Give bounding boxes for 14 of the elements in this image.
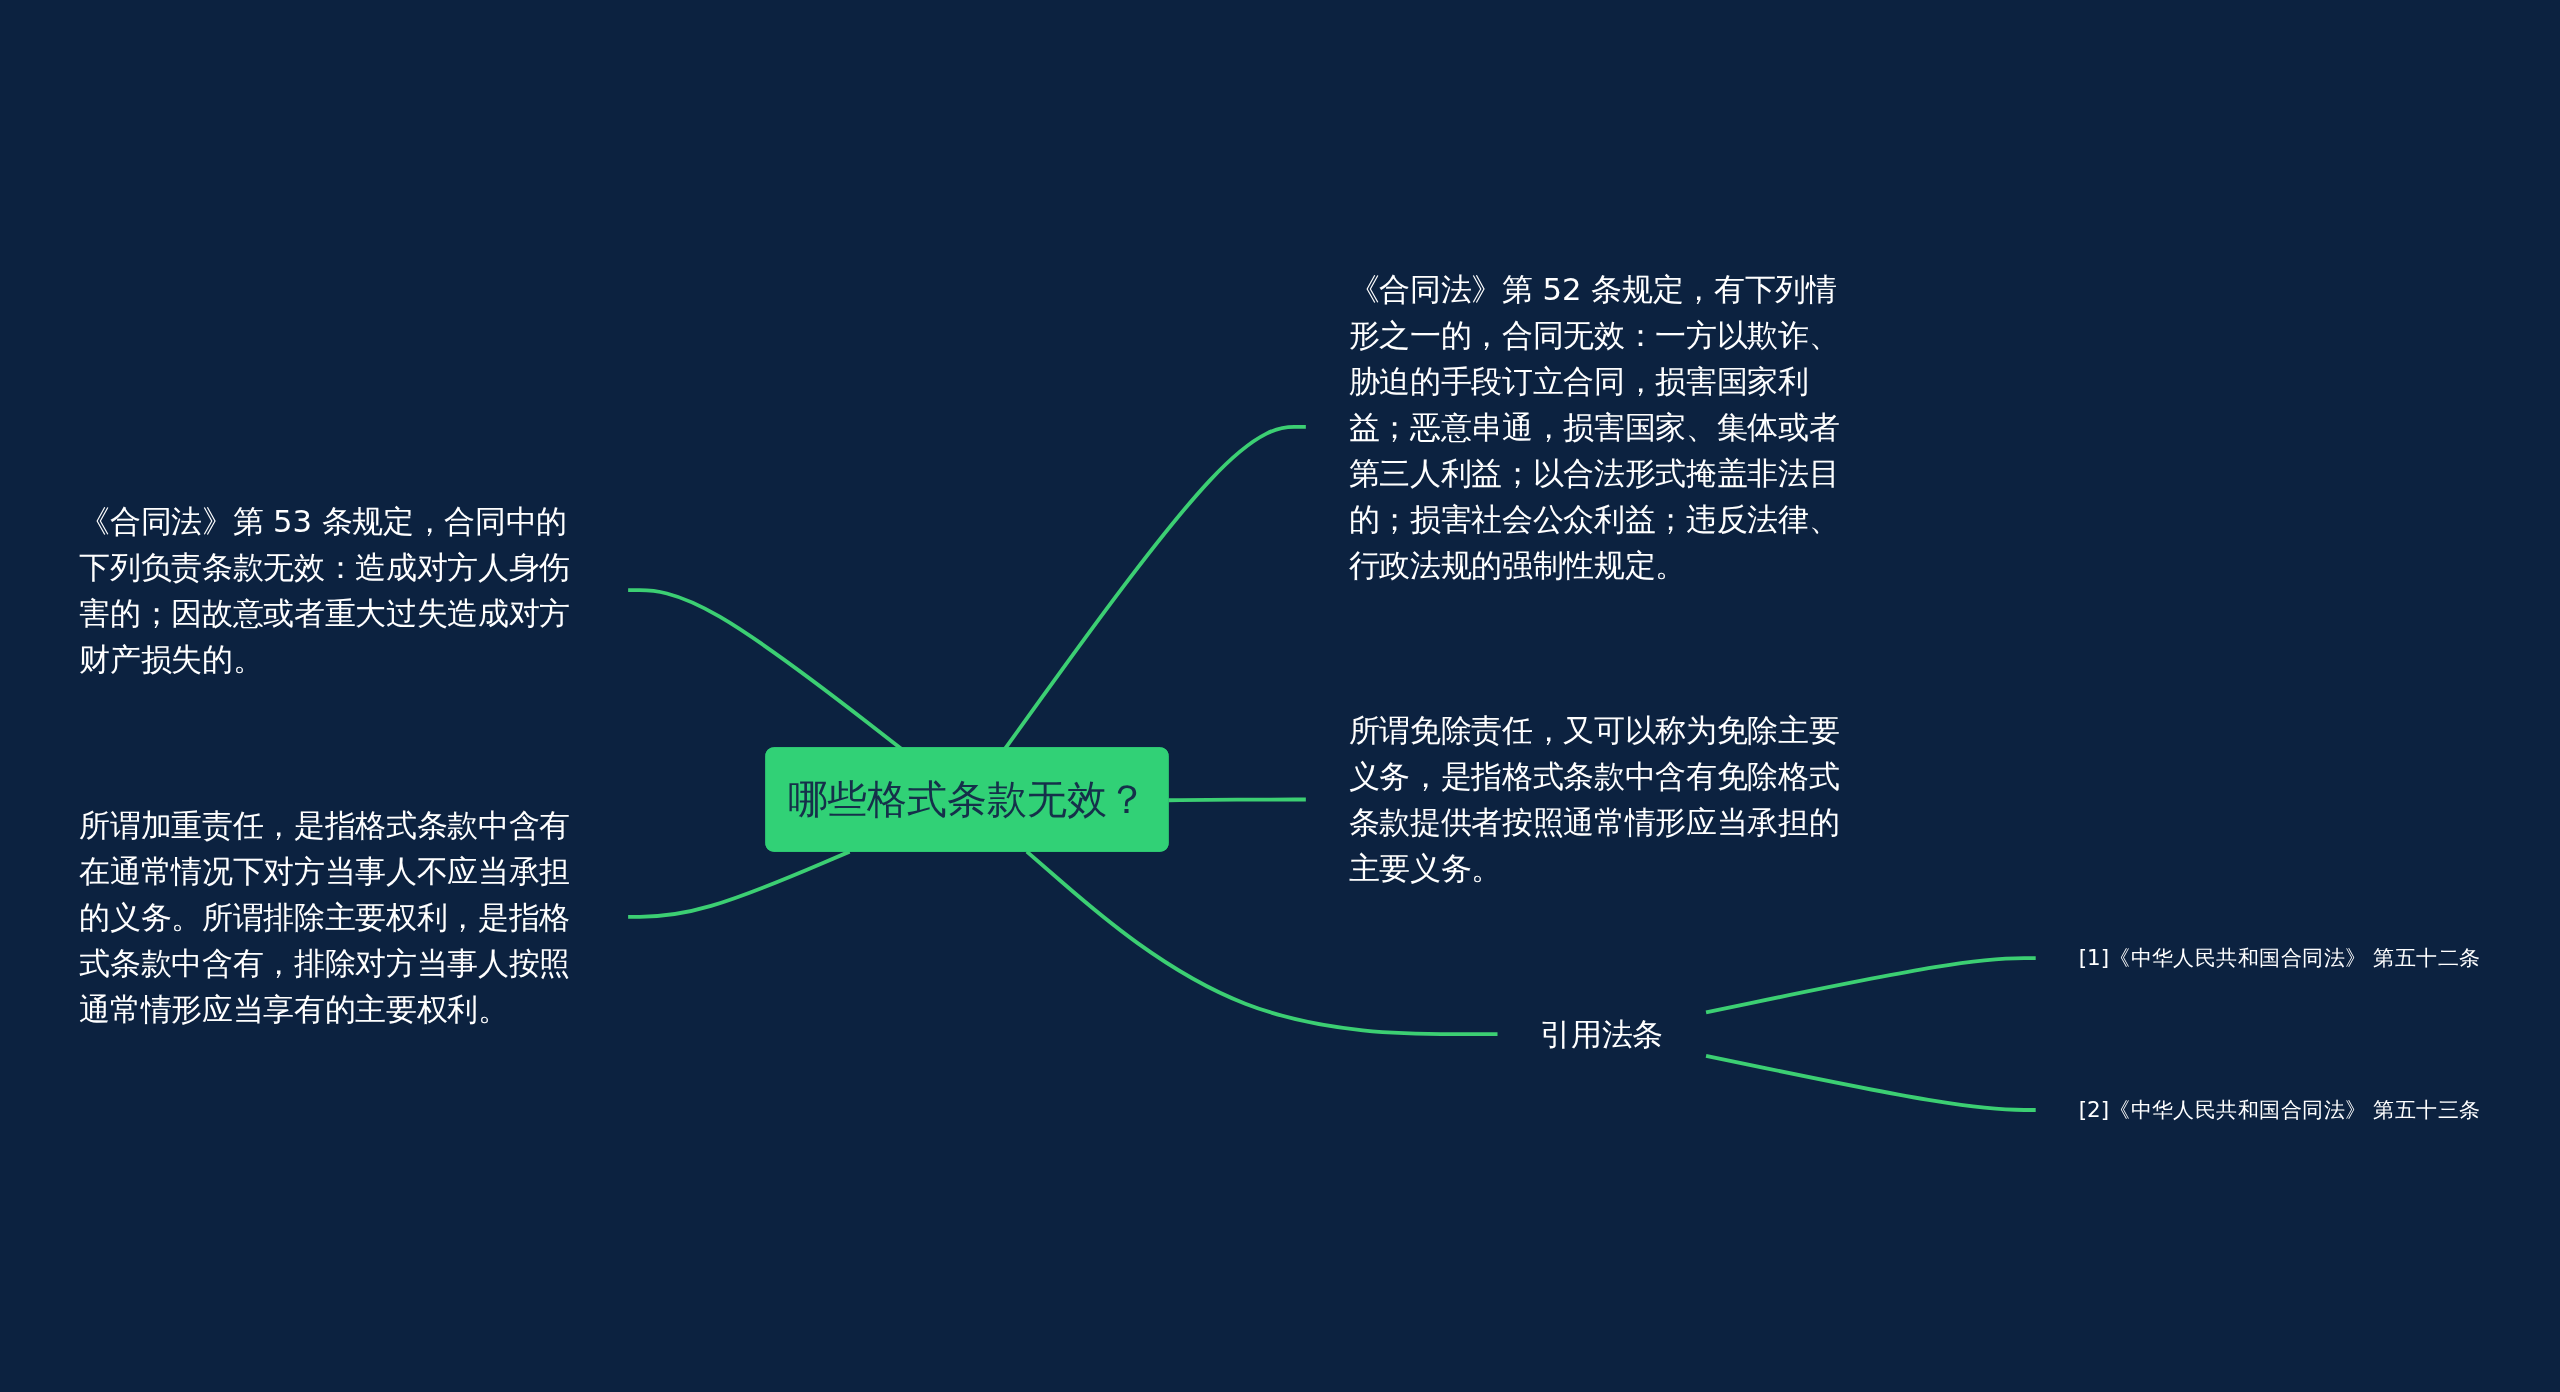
topic-text: 所谓免除责任，又可以称为免除主要义务，是指格式条款中含有免除格式条款提供者按照通常情形应当承担的主要义务。 (1348, 712, 1840, 887)
connector-line (1168, 797, 1306, 803)
topic-text: 《合同法》第 52 条规定，有下列情形之一的，合同无效：一方以欺诈、胁迫的手段订立合同，损害国家利益；恶意串通，损害国家、集体或者第三人利益；以合法形式掩盖非法目的；损害社会公众利益；违反法律、行政法规的强制性规定。 (1348, 270, 1840, 584)
connector-line (1705, 1053, 2036, 1112)
connector-line (1705, 956, 2036, 1015)
citation-text: [1]《中华人民共和国合同法》 第五十二条 (2078, 945, 2481, 970)
topic-text: 《合同法》第 53 条规定，合同中的下列负责条款无效：造成对方人身伤害的；因故意或者重大过失造成对方财产损失的。 (79, 502, 570, 678)
central-topic-box: 哪些格式条款无效？ (765, 747, 1169, 852)
citation-text: [2]《中华人民共和国合同法》 第五十三条 (2078, 1096, 2481, 1122)
connector-line (628, 849, 851, 919)
topic-text: 引用法条 (1540, 1015, 1664, 1053)
connector-line (1025, 850, 1498, 1036)
connector-line (1003, 425, 1306, 750)
topic-text: 所谓加重责任，是指格式条款中含有在通常情况下对方当事人不应当承担的义务。所谓排除主要权利，是指格式条款中含有，排除对方当事人按照通常情形应当享有的主要权利。 (79, 806, 570, 1028)
